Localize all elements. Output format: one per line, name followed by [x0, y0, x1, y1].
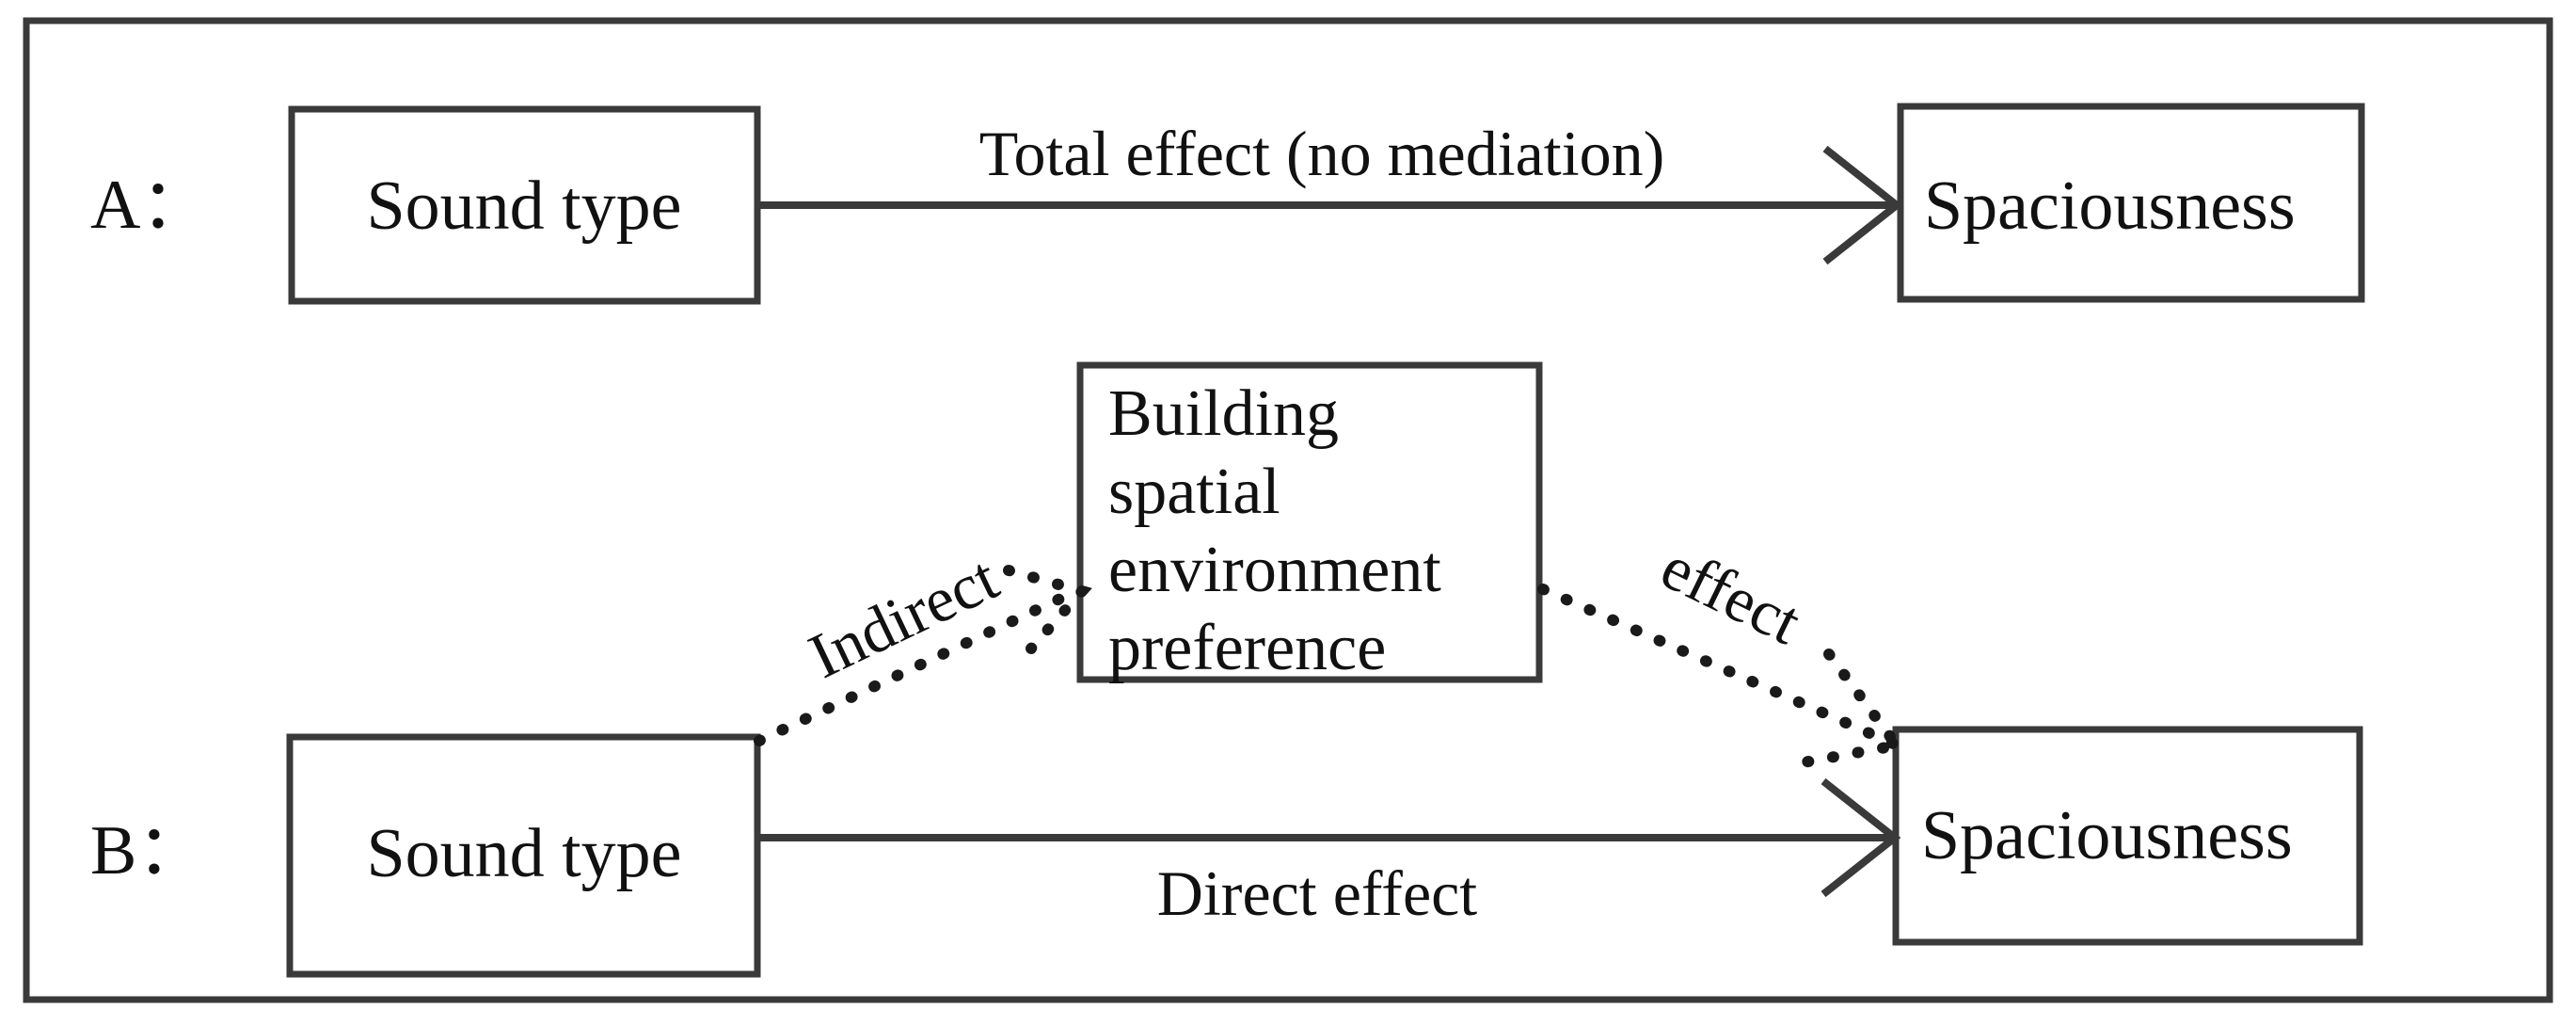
node-label-sound-type-a: Sound type	[366, 168, 681, 245]
panel-label-b: B：	[90, 812, 206, 889]
edge-label-total-effect: Total effect (no mediation)	[979, 118, 1664, 189]
arrowhead-direct-effect	[1821, 777, 1901, 898]
arrowhead-indirect-a-path	[1003, 565, 1092, 654]
node-box-sound-type-b	[286, 733, 761, 978]
node-box-sound-type-a	[288, 105, 761, 305]
node-label-mediator-line-4: preference	[1108, 612, 1386, 684]
edge-label-direct-effect: Direct effect	[1157, 857, 1478, 929]
node-box-spaciousness-b	[1892, 726, 2363, 946]
node-label-mediator-line-2: spatial	[1108, 456, 1280, 528]
edge-line-indirect-a-path	[754, 585, 1084, 746]
node-label-spaciousness-a: Spaciousness	[1924, 168, 2296, 245]
node-label-mediator-line-3: environment	[1108, 534, 1441, 606]
panel-label-a: A：	[90, 167, 210, 244]
node-label-mediator-line-1: Building	[1108, 377, 1339, 450]
node-box-spaciousness-a	[1897, 103, 2365, 303]
arrowhead-indirect-b-path	[1788, 649, 1907, 770]
node-label-spaciousness-b: Spaciousness	[1921, 797, 2293, 874]
node-label-sound-type-b: Sound type	[366, 815, 681, 892]
node-box-mediator	[1076, 361, 1543, 683]
arrowhead-total-effect	[1822, 145, 1903, 265]
